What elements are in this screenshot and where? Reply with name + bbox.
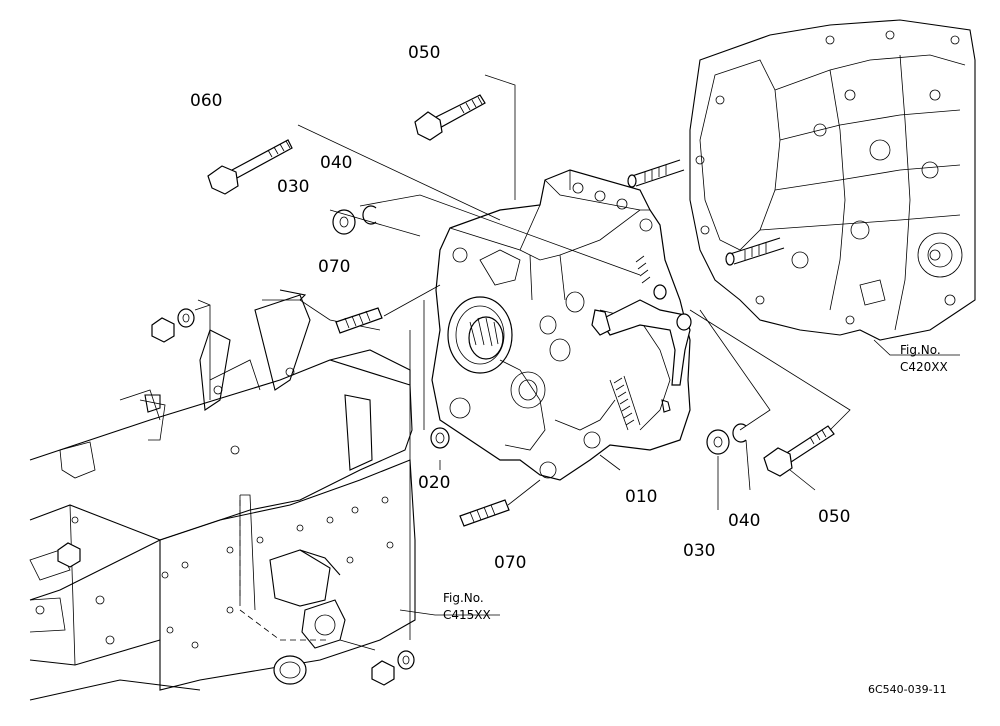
callout-010: 010 xyxy=(625,487,657,507)
callout-060: 060 xyxy=(190,91,222,111)
part-050-bolt-top xyxy=(414,94,486,141)
callout-050-top: 050 xyxy=(408,43,440,63)
part-070-stud-bottom xyxy=(459,499,510,527)
fig-ref-c415-line1: Fig.No. xyxy=(443,591,484,605)
fig-ref-c420-line1: Fig.No. xyxy=(900,343,941,357)
part-040-snap-ring-top xyxy=(362,205,377,225)
transmission-case-housing xyxy=(689,19,976,341)
part-020-ring xyxy=(430,427,450,449)
fig-ref-c420-line2: C420XX xyxy=(900,360,948,374)
frame-nuts-washers xyxy=(57,308,415,686)
callout-040-top: 040 xyxy=(320,153,352,173)
part-040-snap-ring-bottom xyxy=(732,423,747,443)
callout-020: 020 xyxy=(418,473,450,493)
tractor-frame xyxy=(29,289,416,701)
part-050-bolt-bottom xyxy=(763,425,835,477)
part-060-bolt xyxy=(207,139,293,195)
hydraulic-cylinder-assembly xyxy=(431,169,692,481)
callout-070-bottom: 070 xyxy=(494,553,526,573)
part-070-stud-top xyxy=(335,307,383,334)
callout-030-top: 030 xyxy=(277,177,309,197)
callout-050-bottom: 050 xyxy=(818,507,850,527)
housing-studs xyxy=(627,159,785,266)
drawing-code: 6C540-039-11 xyxy=(868,683,947,696)
callout-030-bottom: 030 xyxy=(683,541,715,561)
part-030-washer-bottom xyxy=(706,429,730,455)
callout-070-top: 070 xyxy=(318,257,350,277)
part-030-washer-top xyxy=(332,209,356,235)
leader-lines xyxy=(194,74,960,651)
callout-labels: 050 060 040 030 070 020 010 030 040 050 … xyxy=(190,43,948,696)
callout-040-bottom: 040 xyxy=(728,511,760,531)
fig-ref-c415-line2: C415XX xyxy=(443,608,491,622)
